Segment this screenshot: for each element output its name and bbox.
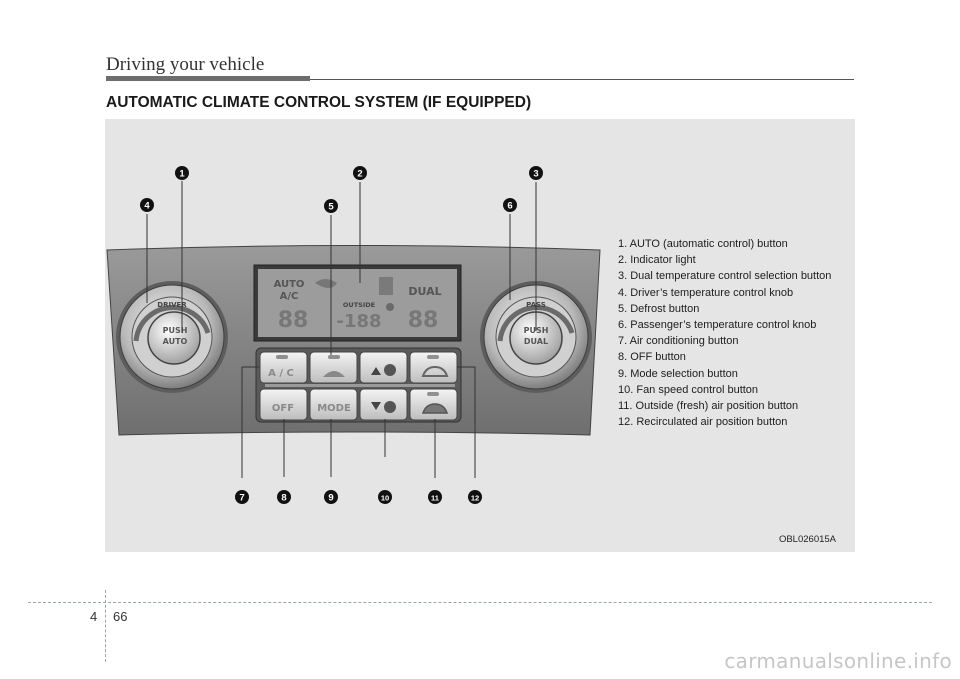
legend-item: 6. Passenger’s temperature control knob <box>618 319 817 332</box>
mode-button[interactable]: MODE <box>309 388 358 421</box>
callout-number: 11 <box>431 494 439 503</box>
callout-number: 12 <box>471 494 479 503</box>
display-left-temp: 88 <box>278 308 309 333</box>
page-chapter: 4 <box>90 609 98 624</box>
driver-temperature-knob[interactable]: DRIVER PUSH AUTO <box>116 281 228 393</box>
legend-item: 5. Defrost button <box>618 302 700 315</box>
legend-item: 9. Mode selection button <box>618 367 738 380</box>
push-auto-line1: PUSH <box>163 326 188 335</box>
callout-number: 2 <box>357 169 362 180</box>
callout-marker <box>235 490 249 504</box>
callout-number: 7 <box>239 493 244 504</box>
passenger-temperature-knob[interactable]: PASS PUSH DUAL <box>480 281 592 393</box>
header-rule <box>310 79 854 80</box>
legend-item: 12. Recirculated air position button <box>618 416 788 429</box>
callout-marker <box>140 198 154 212</box>
fan-speed-down-button[interactable] <box>359 388 408 421</box>
leader-lines <box>146 181 537 478</box>
display-dual: DUAL <box>408 285 441 298</box>
recirculation-button[interactable] <box>409 388 458 421</box>
callout-1: 1 <box>175 166 189 180</box>
display-right-temp: 88 <box>408 308 439 333</box>
legend-item: 2. Indicator light <box>618 254 696 267</box>
footer-rule <box>28 602 932 603</box>
callout-7: 7 <box>235 490 249 504</box>
callout-number: 9 <box>328 493 333 504</box>
ac-button-label: A / C <box>268 368 294 379</box>
push-auto-line2: AUTO <box>163 337 188 346</box>
legend-item: 1. AUTO (automatic control) button <box>618 238 788 250</box>
button-block: A / C OFF MODE <box>255 347 462 423</box>
callout-5: 5 <box>324 199 338 213</box>
display-outside-temp: -188 <box>336 311 381 332</box>
callout-9: 9 <box>324 490 338 504</box>
legend-item: 7. Air conditioning button <box>618 335 739 348</box>
callout-8: 8 <box>277 490 291 504</box>
legend-item: 8. OFF button <box>618 351 686 364</box>
recirculation-icon <box>421 403 449 414</box>
callout-marker <box>353 166 367 180</box>
callout-number: 3 <box>533 169 538 180</box>
callout-number: 1 <box>179 169 185 180</box>
display-fan-icon <box>386 303 394 311</box>
push-dual-line2: DUAL <box>524 337 548 346</box>
off-button-label: OFF <box>272 403 294 414</box>
display-outside: OUTSIDE <box>343 301 375 309</box>
callout-number: 8 <box>281 493 286 504</box>
callout-number: 5 <box>328 202 334 213</box>
fresh-air-icon <box>421 365 449 377</box>
callout-4: 4 <box>140 198 154 212</box>
fan-down-icon <box>371 402 381 410</box>
ac-button[interactable]: A / C <box>259 351 308 384</box>
fan-speed-up-button[interactable] <box>359 351 408 384</box>
figure-code: OBL026015A <box>778 534 836 545</box>
callout-marker <box>428 490 442 504</box>
defrost-icon <box>323 371 345 377</box>
fan-up-icon <box>371 367 381 375</box>
page-header: Driving your vehicle <box>106 54 265 75</box>
callout-marker <box>277 490 291 504</box>
page-number: 66 <box>113 609 128 624</box>
display-auto: AUTO <box>274 279 305 290</box>
callout-marker <box>175 166 189 180</box>
watermark: carmanualsonline.info <box>724 649 952 673</box>
defrost-button[interactable] <box>309 351 358 384</box>
callout-11: 11 <box>428 490 442 504</box>
callout-marker <box>324 490 338 504</box>
callout-number: 10 <box>381 494 389 503</box>
callout-marker <box>468 490 482 504</box>
legend-item: 4. Driver’s temperature control knob <box>618 286 794 299</box>
legend-list: 1. AUTO (automatic control) button 2. In… <box>618 236 831 430</box>
callout-marker <box>503 198 517 212</box>
legend-item: 11. Outside (fresh) air position button <box>618 400 799 413</box>
callout-2: 2 <box>353 166 367 180</box>
driver-ring-label: DRIVER <box>157 301 187 309</box>
callout-number: 4 <box>144 201 150 212</box>
callout-10: 10 <box>378 490 392 504</box>
lcd-display: AUTO A/C OUTSIDE DUAL 88 -188 88 <box>253 264 462 342</box>
legend-item: 10. Fan speed control button <box>618 383 759 396</box>
mode-button-label: MODE <box>317 403 351 414</box>
callout-marker <box>378 490 392 504</box>
callout-number: 6 <box>507 201 512 212</box>
display-fan-bars-icon <box>379 277 393 295</box>
climate-control-figure: DRIVER PUSH AUTO PASS PUSH DUAL AUTO A/C… <box>105 119 855 552</box>
climate-panel-illustration: DRIVER PUSH AUTO PASS PUSH DUAL AUTO A/C… <box>106 181 601 478</box>
section-title: AUTOMATIC CLIMATE CONTROL SYSTEM (IF EQU… <box>106 94 532 111</box>
callout-12: 12 <box>468 490 482 504</box>
callout-6: 6 <box>503 198 517 212</box>
header-bar <box>106 76 310 81</box>
legend-item: 3. Dual temperature control selection bu… <box>618 270 832 283</box>
display-ac: A/C <box>280 291 299 302</box>
callout-marker <box>324 199 338 213</box>
callout-marker <box>529 166 543 180</box>
callout-3: 3 <box>529 166 543 180</box>
footer-divider <box>105 590 106 662</box>
